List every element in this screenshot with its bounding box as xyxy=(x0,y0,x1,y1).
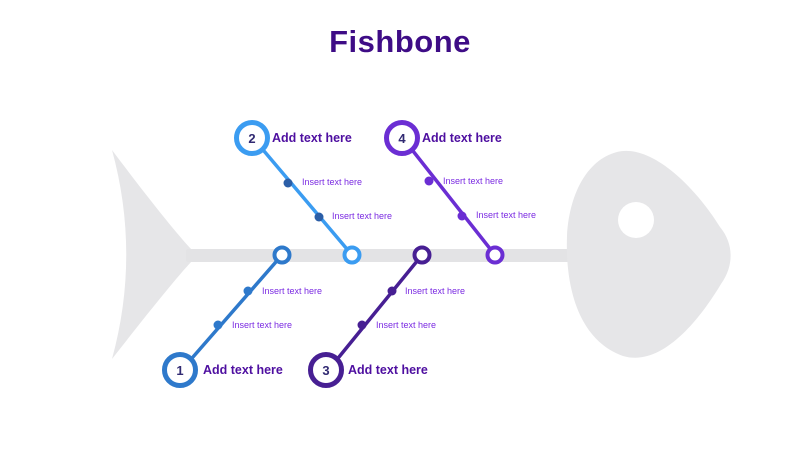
branch-3-dot-1 xyxy=(387,286,397,296)
branch-2-dot-2 xyxy=(314,212,324,222)
page-title: Fishbone xyxy=(329,24,471,59)
branch-3-note-1[interactable]: Insert text here xyxy=(405,286,466,296)
branch-2-note-1[interactable]: Insert text here xyxy=(302,177,363,187)
branch-1-dot-2 xyxy=(213,320,223,330)
branch-2-number-badge[interactable]: 2 xyxy=(234,120,270,156)
branch-1-dot-1 xyxy=(243,286,253,296)
branch-1-spine-node xyxy=(272,245,292,265)
branch-4-line xyxy=(411,149,497,257)
branch-1-title[interactable]: Add text here xyxy=(203,363,283,377)
branch-3-number: 3 xyxy=(322,362,330,378)
branch-4-spine-node xyxy=(485,245,505,265)
branch-3-title[interactable]: Add text here xyxy=(348,363,428,377)
branch-2-number: 2 xyxy=(248,130,256,146)
branch-2-spine-node xyxy=(342,245,362,265)
branch-4-number: 4 xyxy=(398,130,406,146)
fish-head xyxy=(566,150,731,358)
branch-4-number-badge[interactable]: 4 xyxy=(384,120,420,156)
branch-4-note-1[interactable]: Insert text here xyxy=(443,176,504,186)
branch-1-number-badge[interactable]: 1 xyxy=(162,352,198,388)
fish-eye xyxy=(618,202,654,238)
branch-2-note-2[interactable]: Insert text here xyxy=(332,211,393,221)
branch-4-dot-1 xyxy=(424,176,434,186)
branch-1-number: 1 xyxy=(176,362,184,378)
branch-2-title[interactable]: Add text here xyxy=(272,131,352,145)
branch-1-line xyxy=(191,253,284,359)
branch-4-dot-2 xyxy=(457,211,467,221)
branch-3-spine-node xyxy=(412,245,432,265)
fish-tail xyxy=(112,150,192,359)
branch-2-line xyxy=(262,149,354,257)
branch-1-note-1[interactable]: Insert text here xyxy=(262,286,323,296)
branch-4-note-2[interactable]: Insert text here xyxy=(476,210,537,220)
branch-3-number-badge[interactable]: 3 xyxy=(308,352,344,388)
branch-3-dot-2 xyxy=(357,320,367,330)
branch-4-title[interactable]: Add text here xyxy=(422,131,502,145)
branch-1-note-2[interactable]: Insert text here xyxy=(232,320,293,330)
branch-3-line xyxy=(337,253,424,359)
branch-3-note-2[interactable]: Insert text here xyxy=(376,320,437,330)
branch-2-dot-1 xyxy=(283,178,293,188)
